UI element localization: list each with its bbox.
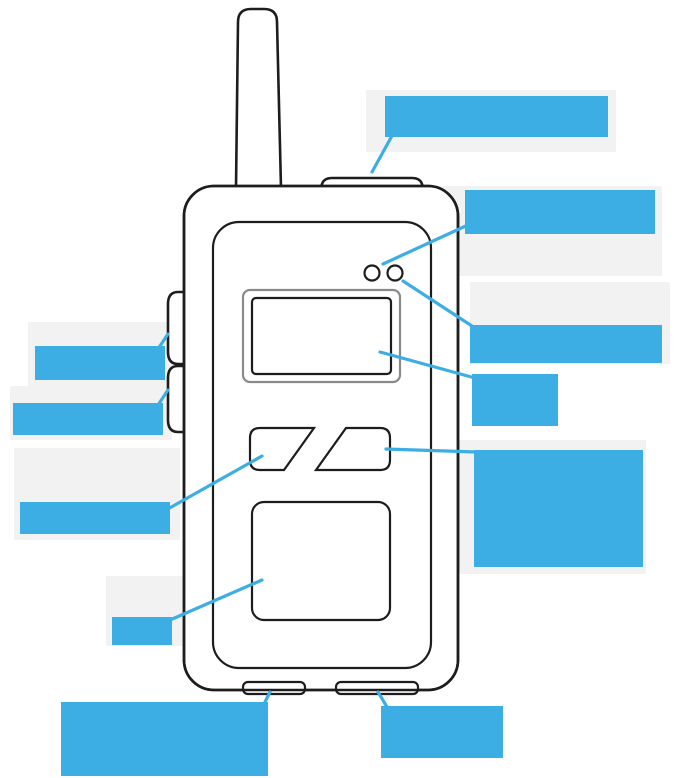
callout-box	[112, 617, 172, 645]
callout-box	[465, 190, 655, 234]
callout-box	[470, 325, 662, 363]
callout-box	[61, 702, 268, 776]
channel-button-left-shape	[248, 426, 317, 472]
radio-body	[166, 7, 460, 696]
side-button-upper-shape	[166, 290, 184, 366]
callout-left-channel-button	[20, 454, 264, 534]
callout-bottom-port-left	[61, 690, 272, 776]
callout-bottom-port-right	[376, 690, 503, 758]
callout-box	[35, 346, 165, 380]
callout-channel-buttons	[384, 447, 643, 567]
antenna	[234, 7, 283, 190]
callout-box	[13, 403, 163, 435]
callout-side-button-lower	[13, 388, 170, 435]
callout-speaker	[112, 578, 264, 645]
callout-box	[381, 706, 503, 758]
bottom-port-left-shape	[241, 680, 307, 696]
indicator-light-2-shape	[386, 264, 404, 282]
display-screen-shape	[250, 296, 393, 376]
indicator-light-1-shape	[363, 264, 381, 282]
callout-box	[474, 450, 643, 567]
callout-box	[472, 374, 558, 426]
callout-indicator-light-2	[401, 279, 662, 363]
callout-side-button-upper	[35, 332, 170, 380]
callout-box	[20, 502, 170, 534]
callout-top-button	[370, 96, 608, 174]
side-button-lower-shape	[166, 364, 184, 434]
speaker-shape	[250, 500, 392, 622]
callout-display-screen	[378, 350, 558, 426]
callout-box	[385, 96, 608, 137]
callout-indicator-light-1	[381, 190, 655, 266]
channel-button-right-shape	[313, 426, 392, 472]
